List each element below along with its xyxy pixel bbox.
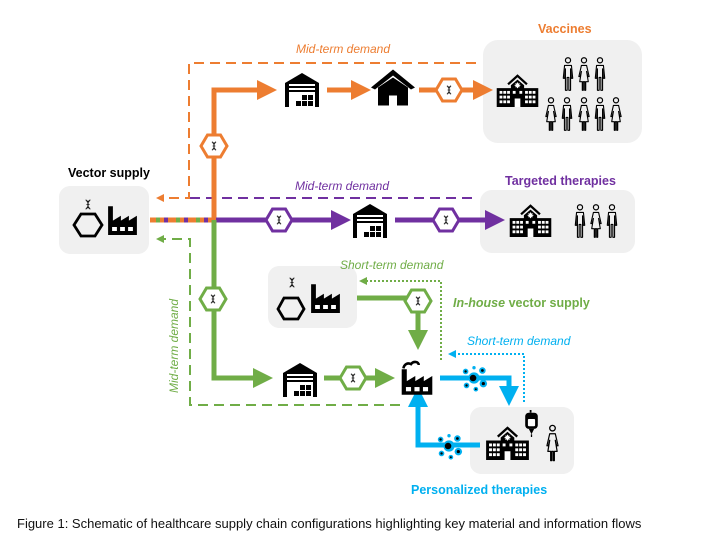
warehouse-icon	[285, 73, 319, 107]
vector-hexagon-icon	[403, 288, 433, 314]
vaccines-flow-main	[211, 80, 277, 222]
personalized-therapies-box	[470, 407, 574, 474]
vector-hexagon-icon	[431, 207, 461, 233]
inhouse-midterm-demand-label: Mid-term demand	[167, 299, 181, 393]
vector-supply-title: Vector supply	[68, 166, 150, 180]
vector-hexagon-icon	[264, 207, 294, 233]
vaccines-demand-label: Mid-term demand	[296, 42, 390, 56]
distribution-house-icon	[371, 69, 415, 106]
vaccines-title: Vaccines	[538, 22, 592, 36]
inhouse-flow-main	[211, 220, 273, 388]
personalized-flow-to-plant	[408, 387, 480, 448]
manufacturing-plant-icon	[400, 360, 434, 395]
hexagon-icon	[276, 296, 306, 321]
targeted-therapies-title: Targeted therapies	[505, 174, 616, 188]
targeted-therapies-box	[480, 190, 635, 253]
hexagon-icon	[72, 212, 104, 238]
warehouse-icon	[353, 204, 387, 238]
warehouse-icon	[283, 363, 317, 397]
vector-hexagon-icon	[434, 77, 464, 103]
targeted-demand-label: Mid-term demand	[295, 179, 389, 193]
vector-hexagon-icon	[198, 286, 228, 312]
personalized-shortterm-demand-flow	[448, 350, 525, 402]
inhouse-title-rest: vector supply	[505, 296, 590, 310]
personalized-shortterm-demand-label: Short-term demand	[467, 334, 571, 348]
personalized-therapies-title: Personalized therapies	[411, 483, 547, 497]
inhouse-shortterm-demand-label: Short-term demand	[340, 258, 444, 272]
vaccines-demand-flow	[156, 62, 476, 202]
vector-hexagon-icon	[199, 133, 229, 159]
inhouse-midterm-demand-flow	[156, 235, 400, 406]
inhouse-shortterm-demand-flow	[359, 277, 442, 360]
inhouse-vector-supply-title: In-house vector supply	[453, 296, 590, 310]
figure-caption: Figure 1: Schematic of healthcare supply…	[17, 516, 642, 531]
inhouse-title-italic: In-house	[453, 296, 505, 310]
vector-hexagon-icon	[338, 365, 368, 391]
